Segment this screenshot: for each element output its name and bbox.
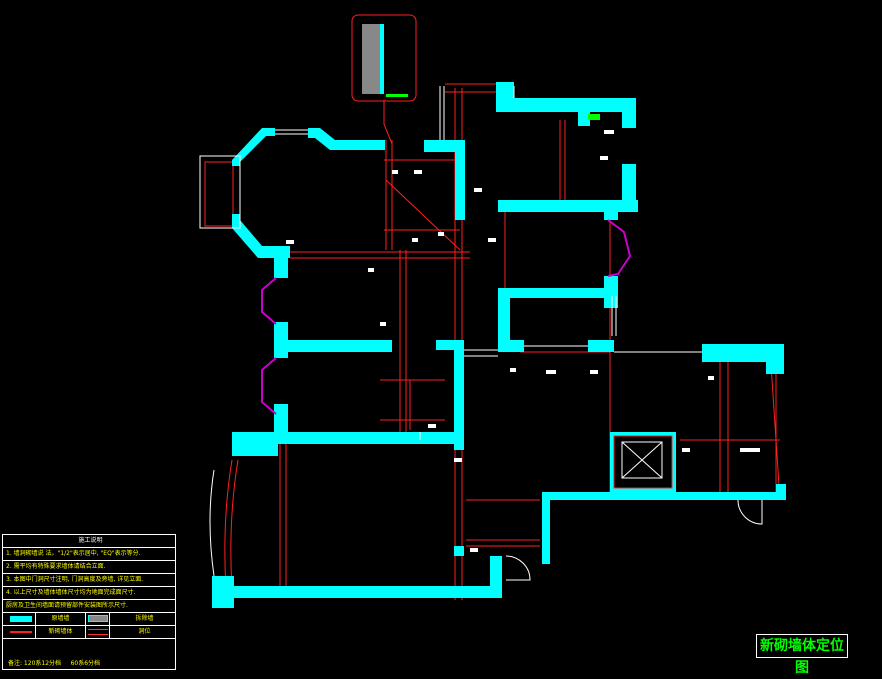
legend-title: 施工说明 <box>3 535 175 548</box>
key-label-opening: 洞位 <box>110 626 175 638</box>
legend-key-row-1: 原墙墙 拆除墙 <box>3 613 175 626</box>
legend-note-1: 1. 墙洞砌墙说 法。"1/2"表示居中, "EQ"表示等分. <box>3 548 175 561</box>
elevator-icon <box>621 441 663 479</box>
footer-note-2: 60系6分档 <box>70 660 101 667</box>
key-label-demolish: 拆除墙 <box>110 613 175 625</box>
legend-note-5: 厨房及卫生间墙面请预留部件安装图所示尺寸. <box>3 600 175 613</box>
existing-walls <box>212 82 786 608</box>
legend-note-2: 2. 需平均有特殊要求墙体请结合立面. <box>3 561 175 574</box>
drawing-title-stamp: 新砌墙体定位图 <box>756 634 848 676</box>
legend-key-row-2: 新砌墙体 洞位 <box>3 626 175 639</box>
bay-windows <box>261 219 632 415</box>
dimension-marks <box>286 130 760 552</box>
demolish-wall-swatch <box>86 613 110 625</box>
opening-swatch <box>86 626 110 638</box>
key-label-existing: 原墙墙 <box>36 613 86 625</box>
legend-note-4: 4. 以上尺寸及墙体墙体尺寸均为地面完成面尺寸. <box>3 587 175 600</box>
key-label-new: 新砌墙体 <box>36 626 86 638</box>
footer-note-1: 备注: 120系12分档 <box>8 660 62 667</box>
new-wall-swatch <box>6 626 36 638</box>
legend-footer: 备注: 120系12分档 60系6分档 <box>8 658 100 667</box>
existing-wall-swatch <box>6 613 36 625</box>
legend-note-3: 3. 本图中门洞尺寸注明, 门洞高度及旁墙, 详见立面. <box>3 574 175 587</box>
construction-notes-legend: 施工说明 1. 墙洞砌墙说 法。"1/2"表示居中, "EQ"表示等分. 2. … <box>2 534 176 670</box>
window-frames <box>199 86 763 581</box>
